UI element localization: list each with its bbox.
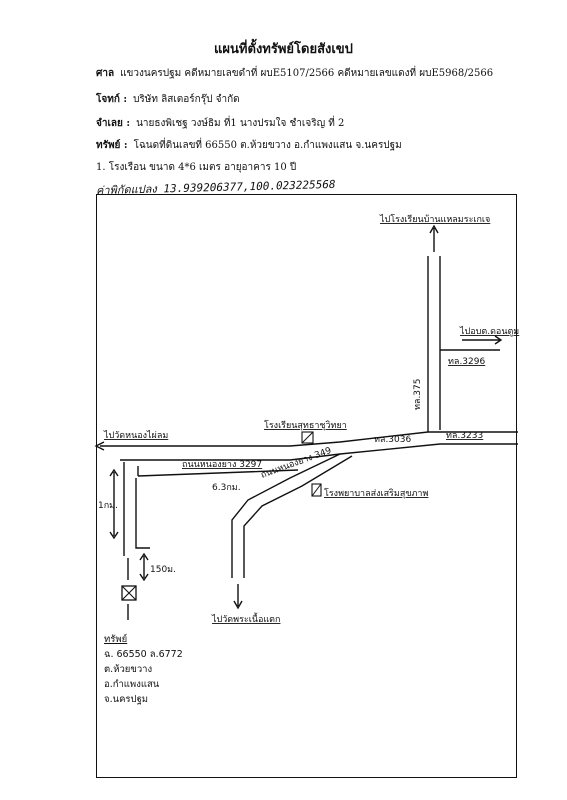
label-to-wat-south: ไปวัดพระเนื้อแตก [211,612,280,625]
court-line: ศาล แขวงนครปฐม คดีหมายเลขดำที่ ผบE5107/25… [96,66,493,81]
defendant-value: นายธงพิเชฐ วงษ์ธิม ที่1 นางปรมใจ ชำเจริญ… [136,118,345,129]
parcel-line: ต.ห้วยขวาง [104,664,153,675]
court-value: แขวงนครปฐม คดีหมายเลขดำที่ ผบE5107/2566 … [120,68,494,79]
property-label: ทรัพย์ : [96,140,128,151]
plaintiff-value: บริษัท ลิสเตอร์กรุ๊ป จำกัด [133,94,240,105]
label-road-3233: ทล.3233 [446,431,483,441]
parcel-line: ฉ. 66550 ล.6772 [104,649,183,660]
label-school: โรงเรียนสุทธาชุวิทยา [264,420,347,431]
parcel-line: อ.กำแพงแสน [104,679,160,690]
arrow-right-icon [462,335,503,345]
label-distance-63km: 6.3กม. [212,483,241,493]
arrow-up-icon [429,224,439,252]
map-title: แผนที่ตั้งทรัพย์โดยสังเขป [214,42,353,57]
building-line: 1. โรงเรือน ขนาด 4*6 เมตร อายุอาคาร 10 ป… [96,162,297,173]
arrow-left-icon [94,441,105,451]
plaintiff-label: โจทก์ : [96,94,128,105]
property-marker-icon [121,585,137,601]
label-road-3297: ถนนหนองยาง 3297 [182,460,262,470]
property-value: โฉนดที่ดินเลขที่ 66550 ต.ห้วยขวาง อ.กำแพ… [133,140,402,151]
plaintiff-line: โจทก์ : บริษัท ลิสเตอร์กรุ๊ป จำกัด [96,92,240,107]
school-landmark-icon [301,431,314,444]
main-road-upper-edge [100,431,518,447]
label-road-3296: ทล.3296 [448,357,485,367]
road-3297-lower-edge [137,469,299,477]
access-road-right-edge [135,478,150,549]
hospital-landmark-icon [311,483,322,497]
label-road-375: ทล.375 [413,379,423,411]
map-frame [96,194,517,778]
label-to-wat-phailom: ไปวัดหนองไผ่ลม [103,430,168,441]
road-349-right-edge [243,455,353,578]
property-cross-icon [121,585,137,601]
parcel-heading: ทรัพย์ [104,634,128,645]
label-to-school: ไปโรงเรียนบ้านแหลมระเกเจ [379,214,490,225]
parcel-line: จ.นครปฐม [104,694,149,705]
parcel-info: ทรัพย์ ฉ. 66550 ล.6772 ต.ห้วยขวาง อ.กำแพ… [104,632,183,707]
property-line: ทรัพย์ : โฉนดที่ดินเลขที่ 66550 ต.ห้วยขวา… [96,138,402,153]
label-road-3036: ทล.3036 [374,435,411,445]
label-distance-1km: 1กม. [98,501,118,511]
defendant-line: จำเลย : นายธงพิเชฐ วงษ์ธิม ที่1 นางปรมใจ … [96,116,344,131]
defendant-label: จำเลย : [96,118,131,129]
hospital-landmark-slash [311,483,322,497]
school-landmark-slash [301,431,314,444]
arrow-down-icon [233,584,243,610]
label-distance-150m: 150ม. [150,565,176,575]
distance-marker-150m [139,552,149,582]
label-hospital: โรงพยาบาลส่งเสริมสุขภาพ [324,488,428,499]
distance-marker-1km [109,468,119,540]
road-349-left-edge [231,453,341,578]
label-to-bang-len: ไปอบต.ดอนตูม [459,326,519,337]
court-label: ศาล [96,68,115,79]
